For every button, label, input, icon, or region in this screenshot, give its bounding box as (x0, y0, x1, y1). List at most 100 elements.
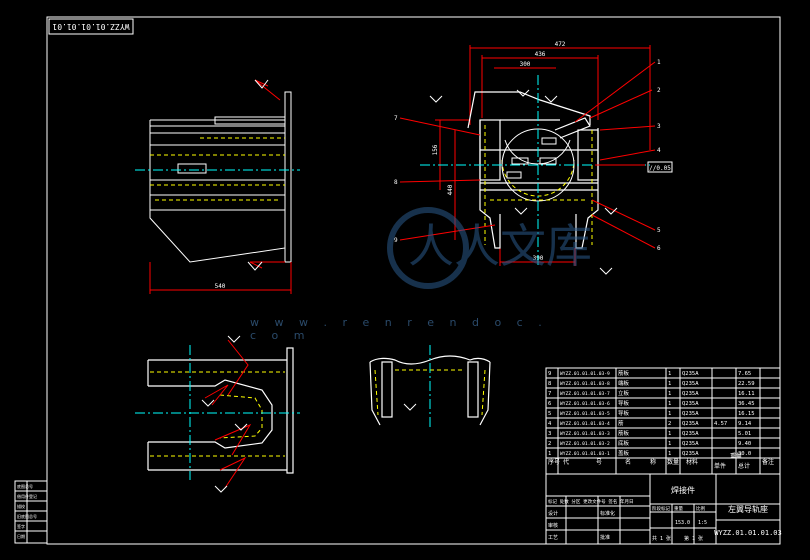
rotated-number-box: WYZZ.01.01.01.01 (48, 18, 134, 35)
bom-cell-qty: 1 (668, 371, 671, 377)
bom-cell-qty: 1 (668, 451, 671, 457)
bom-cell-code: WYZZ.01.01.01.03-4 (560, 421, 610, 427)
bom-cell-code: WYZZ.01.01.01.03-7 (560, 391, 610, 397)
tolerance-frame: //0.05 (649, 165, 671, 172)
bom-header-material: 材料 (686, 458, 698, 466)
svg-text:4: 4 (657, 147, 661, 154)
bom-cell-total: 16.11 (738, 391, 755, 397)
left-strip-table (14, 480, 48, 544)
bom-cell-code: WYZZ.01.01.01.03-8 (560, 381, 610, 387)
bom-cell-total: 9.40 (738, 441, 751, 447)
dim-side-length: 540 (215, 283, 226, 290)
bom-cell-seq: 5 (548, 411, 551, 417)
bom-cell-code: WYZZ.01.01.01.03-6 (560, 401, 610, 407)
stage-label: 阶段标记 (652, 505, 670, 512)
sheet-no: 第 1 张 (684, 535, 703, 542)
bom-cell-qty: 1 (668, 441, 671, 447)
watermark-url: w w w . r e n r e n d o c . c o m (250, 316, 548, 342)
section-view (369, 345, 491, 430)
bom-cell-name: 端板 (618, 379, 630, 387)
bom-cell-total: 16.15 (738, 411, 755, 417)
dim-height-mid: 440 (447, 184, 454, 195)
bom-cell-seq: 1 (548, 451, 551, 457)
dim-height-left: 156 (432, 144, 439, 155)
top-view (135, 335, 300, 493)
bom-cell-unit: 4.57 (714, 421, 727, 427)
side-view: 540 (135, 79, 300, 294)
bom-cell-qty: 1 (668, 431, 671, 437)
process-label: 工艺 (548, 535, 558, 541)
dim-width-2: 436 (535, 51, 546, 58)
bom-cell-material: Q235A (682, 421, 699, 427)
bom-cell-name: 筋板 (618, 429, 630, 437)
bom-cell-code: WYZZ.01.01.01.03-9 (560, 371, 610, 377)
drawing-frame (46, 16, 781, 545)
strip-label-0: 底图总号 (17, 483, 33, 489)
strip-label-1: 借用件登记 (17, 493, 37, 499)
bom-header-seq: 序号 (548, 458, 560, 466)
bom-cell-name: 盖板 (618, 449, 630, 457)
bom-cell-total: 30.0 (738, 451, 751, 457)
bom-cell-seq: 6 (548, 401, 551, 407)
bom-cell-qty: 1 (668, 411, 671, 417)
bom-cell-seq: 9 (548, 371, 551, 377)
svg-text:5: 5 (657, 227, 661, 234)
bom-cell-total: 5.01 (738, 431, 751, 437)
checker-label: 审核 (548, 522, 558, 529)
bom-cell-total: 7.65 (738, 371, 751, 377)
bom-cell-seq: 8 (548, 381, 551, 387)
bom-header-total: 总计 (738, 462, 750, 470)
standard-label: 标准化 (600, 510, 615, 517)
bom-cell-code: WYZZ.01.01.01.03-3 (560, 431, 610, 437)
bom-cell-total: 9.14 (738, 421, 752, 427)
designer-label: 设计 (548, 510, 558, 517)
bom-header-no: 号 (596, 459, 602, 466)
bom-header-qty: 数量 (667, 458, 679, 466)
svg-text:7: 7 (394, 115, 398, 122)
svg-text:1: 1 (657, 59, 661, 66)
bom-cell-qty: 1 (668, 381, 671, 387)
bom-cell-name: 立板 (618, 389, 630, 397)
watermark-logo: 人人文库 (387, 207, 592, 289)
bom-cell-name: 导板 (618, 409, 630, 417)
bom-cell-material: Q235A (682, 451, 699, 457)
title-block: 焊接件 左翼导轨座 WYZZ.01.01.01.03 标记 处数 分区 更改文件… (545, 473, 782, 545)
bom-header-unit: 单件 (714, 462, 726, 470)
bom-header-code: 代 (563, 458, 569, 466)
drawing-number: WYZZ.01.01.01.03 (714, 529, 781, 537)
bom-cell-seq: 3 (548, 431, 551, 437)
bom-header-name2: 称 (650, 458, 656, 466)
strip-label-2: 描校 (17, 503, 25, 509)
bom-cell-code: WYZZ.01.01.01.03-2 (560, 441, 610, 447)
bom-cell-total: 36.45 (738, 401, 755, 407)
bom-cell-material: Q235A (682, 371, 699, 377)
bom-cell-seq: 2 (548, 441, 551, 447)
bom-cell-seq: 7 (548, 391, 551, 397)
bom-cell-total: 22.59 (738, 381, 755, 387)
bom-cell-code: WYZZ.01.01.01.03-5 (560, 411, 610, 417)
bom-header-name: 名 (625, 458, 631, 466)
approve-label: 批准 (600, 534, 610, 541)
bom-cell-material: Q235A (682, 411, 699, 417)
bom-cell-material: Q235A (682, 391, 699, 397)
bom-cell-name: 导板 (618, 399, 630, 407)
scale-value: 1:5 (698, 520, 707, 526)
bom-cell-code: WYZZ.01.01.01.03-1 (560, 451, 610, 457)
rotated-drawing-number: WYZZ.01.01.01.01 (52, 22, 129, 31)
bom-cell-qty: 1 (668, 391, 671, 397)
mark-row: 标记 处数 分区 更改文件号 签名 年月日 (548, 498, 634, 505)
svg-text:3: 3 (657, 123, 661, 130)
bom-cell-material: Q235A (682, 381, 699, 387)
bom-cell-seq: 4 (548, 421, 552, 427)
svg-text:2: 2 (657, 87, 661, 94)
bom-cell-name: 筋 (618, 419, 624, 427)
bom-cell-name: 筋板 (618, 369, 630, 377)
watermark-brand: 人人文库 (408, 219, 592, 273)
assembly-label: 焊接件 (671, 485, 695, 495)
bom-cell-material: Q235A (682, 441, 699, 447)
svg-text:6: 6 (657, 245, 661, 252)
strip-label-5: 日期 (17, 533, 25, 539)
svg-text:8: 8 (394, 179, 398, 186)
